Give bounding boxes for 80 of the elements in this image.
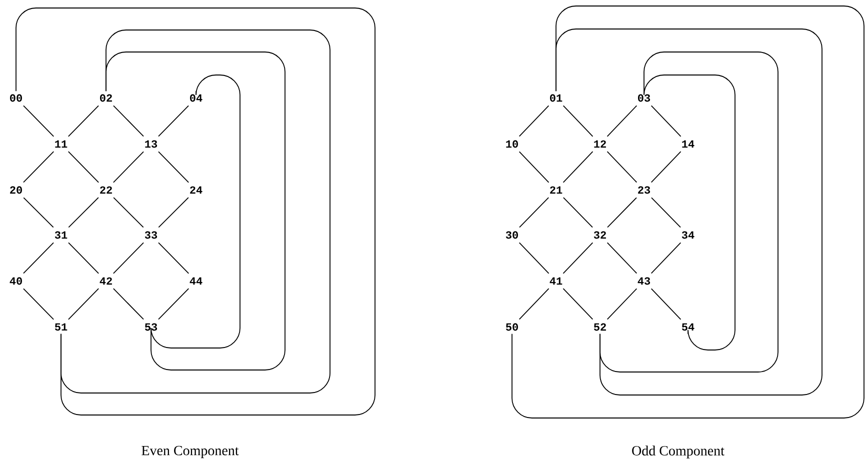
connector [518, 105, 550, 137]
connector [150, 74, 240, 348]
vertex-label: 34 [682, 231, 694, 239]
vertex-label: 04 [190, 94, 202, 102]
vertex-label: 20 [10, 186, 22, 194]
connector [518, 288, 550, 320]
connector [562, 197, 593, 228]
vertex-label: 23 [638, 186, 650, 194]
connector [112, 151, 144, 183]
connector [23, 105, 54, 137]
connector [112, 242, 144, 274]
connector [158, 197, 189, 228]
vertex-label: 51 [54, 323, 68, 331]
connector [650, 242, 682, 274]
caption: Odd Component [632, 446, 724, 458]
connector [60, 30, 330, 394]
connector [68, 288, 100, 320]
connector [158, 242, 190, 274]
connector [112, 288, 144, 320]
connector [106, 52, 286, 370]
connector [113, 105, 144, 137]
vertex-label: 00 [10, 94, 22, 102]
vertex-label: 30 [506, 231, 518, 239]
vertex-label: 54 [682, 323, 694, 331]
connector [68, 197, 99, 228]
connector [600, 52, 778, 372]
connector [644, 74, 736, 350]
connector [16, 8, 376, 416]
vertex-label: 52 [594, 323, 606, 331]
connector [606, 105, 638, 137]
vertex-label: 12 [594, 140, 606, 148]
vertex-label: 40 [10, 277, 22, 285]
connector [562, 105, 594, 137]
vertex-label: 31 [54, 231, 68, 239]
connector [23, 197, 54, 228]
vertex-label: 21 [550, 186, 562, 194]
vertex-label: 41 [550, 277, 562, 285]
connector [562, 151, 594, 183]
vertex-label: 43 [638, 277, 650, 285]
vertex-label: 32 [594, 231, 606, 239]
connector [518, 151, 550, 183]
vertex-label: 22 [100, 186, 112, 194]
connector [650, 105, 682, 137]
vertex-label: 53 [144, 323, 158, 331]
connector [556, 28, 822, 396]
vertex-label: 33 [144, 231, 158, 239]
vertex-label: 42 [100, 277, 112, 285]
connector [113, 197, 144, 228]
connector [518, 242, 550, 274]
vertex-label: 44 [190, 277, 202, 285]
vertex-label: 10 [506, 140, 518, 148]
connector [68, 105, 99, 137]
connector [158, 151, 190, 183]
connector [606, 288, 638, 320]
connector [606, 242, 638, 274]
connector [158, 288, 190, 320]
connector [650, 151, 682, 183]
connector [23, 242, 54, 274]
connector [68, 242, 100, 274]
vertex-label: 11 [55, 140, 68, 148]
connector [158, 105, 189, 137]
connector [562, 242, 594, 274]
vertex-label: 14 [682, 140, 694, 148]
vertex-label: 24 [190, 186, 202, 194]
vertex-label: 02 [100, 94, 112, 102]
connector [606, 151, 638, 183]
connector [512, 6, 864, 418]
connector [562, 288, 594, 320]
connector [68, 151, 100, 183]
connector [651, 197, 681, 228]
connector [650, 288, 682, 320]
caption: Even Component [142, 446, 239, 458]
connector [23, 288, 54, 320]
vertex-label: 50 [506, 323, 518, 331]
connector [23, 151, 54, 183]
connector [607, 197, 637, 228]
vertex-label: 03 [638, 94, 650, 102]
connector [519, 197, 550, 228]
vertex-label: 13 [145, 140, 158, 148]
vertex-label: 01 [550, 94, 562, 102]
